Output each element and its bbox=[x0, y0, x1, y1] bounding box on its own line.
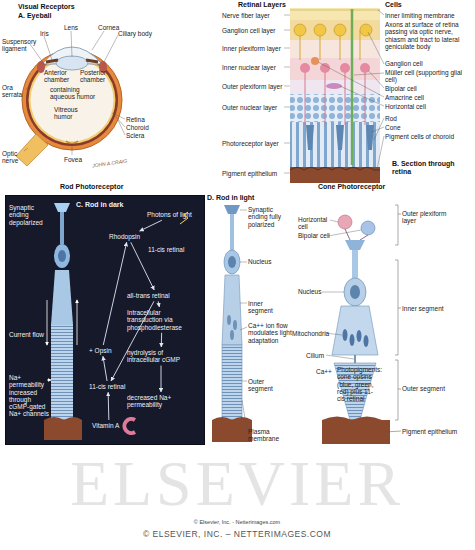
part-label: Anterior chamber bbox=[44, 69, 74, 84]
layer-label: Nerve fiber layer bbox=[222, 12, 284, 19]
node-text: 11-cis retinal bbox=[89, 383, 127, 390]
cell-label: Amacrine cell bbox=[385, 94, 473, 101]
copyright-note: © ELSEVIER, INC. – NETTERIMAGES.COM bbox=[97, 530, 377, 540]
node-text: hydrolysis of intracellular cGMP bbox=[127, 349, 195, 364]
cell-label: Müller cell (supporting glial cell) bbox=[385, 69, 473, 84]
node-text: Photons of light bbox=[147, 211, 200, 218]
layer-label: Inner nuclear layer bbox=[222, 64, 284, 71]
layer-label: Outer plexiform layer bbox=[222, 83, 284, 90]
part-label: Inner segment bbox=[402, 305, 462, 312]
eyeball bbox=[16, 31, 125, 166]
node-text: + Opsin bbox=[89, 347, 115, 354]
cell-label: Inner limiting membrane bbox=[385, 12, 473, 19]
part-label: Lens bbox=[64, 24, 84, 31]
flow-step: Intracellular transduction via phosphodi… bbox=[126, 308, 198, 332]
part-label: Outer segment bbox=[248, 378, 288, 393]
panel-heading: Cone Photoreceptor bbox=[318, 183, 398, 191]
part-label: Pigment epithelium bbox=[402, 428, 462, 435]
part-label: Ciliary body bbox=[118, 30, 153, 37]
part-label: Vitreous humor bbox=[54, 106, 94, 121]
cell-label: Cone bbox=[385, 124, 473, 131]
panel-heading: C. Rod in dark bbox=[76, 201, 146, 209]
part-label: Suspensory ligament bbox=[2, 38, 40, 53]
part-label: Bipolar cell bbox=[298, 232, 338, 239]
flow-step: Photons of light bbox=[146, 210, 201, 219]
part-label: Cilium bbox=[306, 352, 331, 359]
node-text: Na+ permeability increased through cGMP-… bbox=[9, 374, 51, 418]
cone-photoreceptor bbox=[322, 205, 401, 444]
layer-label: Outer nuclear layer bbox=[222, 104, 284, 111]
panel-heading: Rod Photoreceptor bbox=[60, 183, 140, 191]
cell-label: Ganglion cell bbox=[385, 60, 473, 67]
flow-step: all-trans retinal bbox=[126, 291, 188, 300]
flow-step: hydrolysis of intracellular cGMP bbox=[126, 348, 196, 365]
node-text: Rhodopsin bbox=[109, 233, 147, 240]
part-label: Optic nerve bbox=[2, 150, 27, 165]
cell-label: Bipolar cell bbox=[385, 85, 473, 92]
layer-label: Photoreceptor layer bbox=[222, 140, 284, 147]
node-text: 11-cis retinal bbox=[148, 246, 198, 253]
part-label: Sclera bbox=[126, 132, 156, 139]
watermark: ELSEVIER bbox=[42, 452, 432, 516]
part-label: Synaptic ending fully polarized bbox=[248, 206, 293, 228]
part-label: Fovea bbox=[64, 156, 89, 163]
part-label: Mitochondria bbox=[292, 330, 332, 337]
part-label: Posterior chamber bbox=[80, 69, 114, 84]
node-text: all-trans retinal bbox=[127, 292, 187, 299]
part-label: containing aqueous humor bbox=[50, 86, 96, 101]
panel-heading: Cells bbox=[385, 1, 425, 9]
part-label: Choroid bbox=[126, 124, 156, 131]
part-label: Nucleus bbox=[248, 258, 288, 265]
flow-step: + Opsin bbox=[88, 346, 116, 355]
part-label: Retina bbox=[126, 116, 156, 123]
layer-label: Inner plexiform layer bbox=[222, 45, 284, 52]
rod-in-light bbox=[212, 205, 252, 442]
node-text: Intracellular transduction via phosphodi… bbox=[127, 309, 197, 331]
cell-label: Rod bbox=[385, 115, 473, 122]
node-text: Current flow bbox=[9, 331, 47, 338]
node-text: decreased Na+ permeability bbox=[127, 394, 195, 409]
panel-heading: A. Eyeball bbox=[18, 12, 78, 20]
part-label: Nucleus bbox=[298, 288, 333, 295]
node-text: Synaptic ending depolarized bbox=[9, 204, 49, 226]
part-label: Plasma membrane bbox=[248, 428, 293, 443]
retina-section bbox=[284, 8, 384, 183]
part-label: Iris bbox=[40, 30, 54, 37]
flow-step: 11-cis retinal bbox=[88, 382, 128, 391]
part-label: Ca++ bbox=[316, 368, 333, 375]
cell-label: Axons at surface of retina passing via o… bbox=[385, 21, 473, 50]
flow-step: Rhodopsin bbox=[108, 232, 148, 241]
artist-signature: JOHN A.CRAIG bbox=[92, 157, 142, 169]
part-label: Inner segment bbox=[248, 300, 288, 315]
node-text: Vitamin A bbox=[92, 422, 126, 429]
copyright-note: © Elsevier, Inc. - Netterimages.com bbox=[137, 519, 337, 525]
part-label: Outer plexiform layer bbox=[402, 210, 462, 225]
plate-title: Visual Receptors bbox=[18, 3, 88, 11]
part-label: Outer segment bbox=[402, 385, 462, 392]
part-label: Photopigments: cone opsins (blue, green,… bbox=[337, 366, 377, 402]
part-label: Ca++ ion flow modulates light adaptation bbox=[248, 322, 294, 344]
layer-label: Pigment epithelium bbox=[222, 170, 284, 177]
panel-heading: B. Section through retina bbox=[392, 160, 472, 176]
flow-step: decreased Na+ permeability bbox=[126, 393, 196, 410]
cell-label: Pigment cells of choroid bbox=[385, 133, 473, 140]
cell-label: Horizontal cell bbox=[385, 103, 473, 110]
panel-heading: D. Rod in light bbox=[207, 194, 267, 202]
layer-label: Ganglion cell layer bbox=[222, 27, 284, 34]
flow-step: Vitamin A bbox=[91, 421, 127, 430]
panel-heading: Retinal Layers bbox=[238, 1, 298, 9]
panel-box: C. Rod in dark Synaptic ending depolarize… bbox=[5, 195, 205, 445]
part-label: Horizontal cell bbox=[298, 216, 338, 231]
part-label: Ora serrata bbox=[2, 84, 26, 99]
